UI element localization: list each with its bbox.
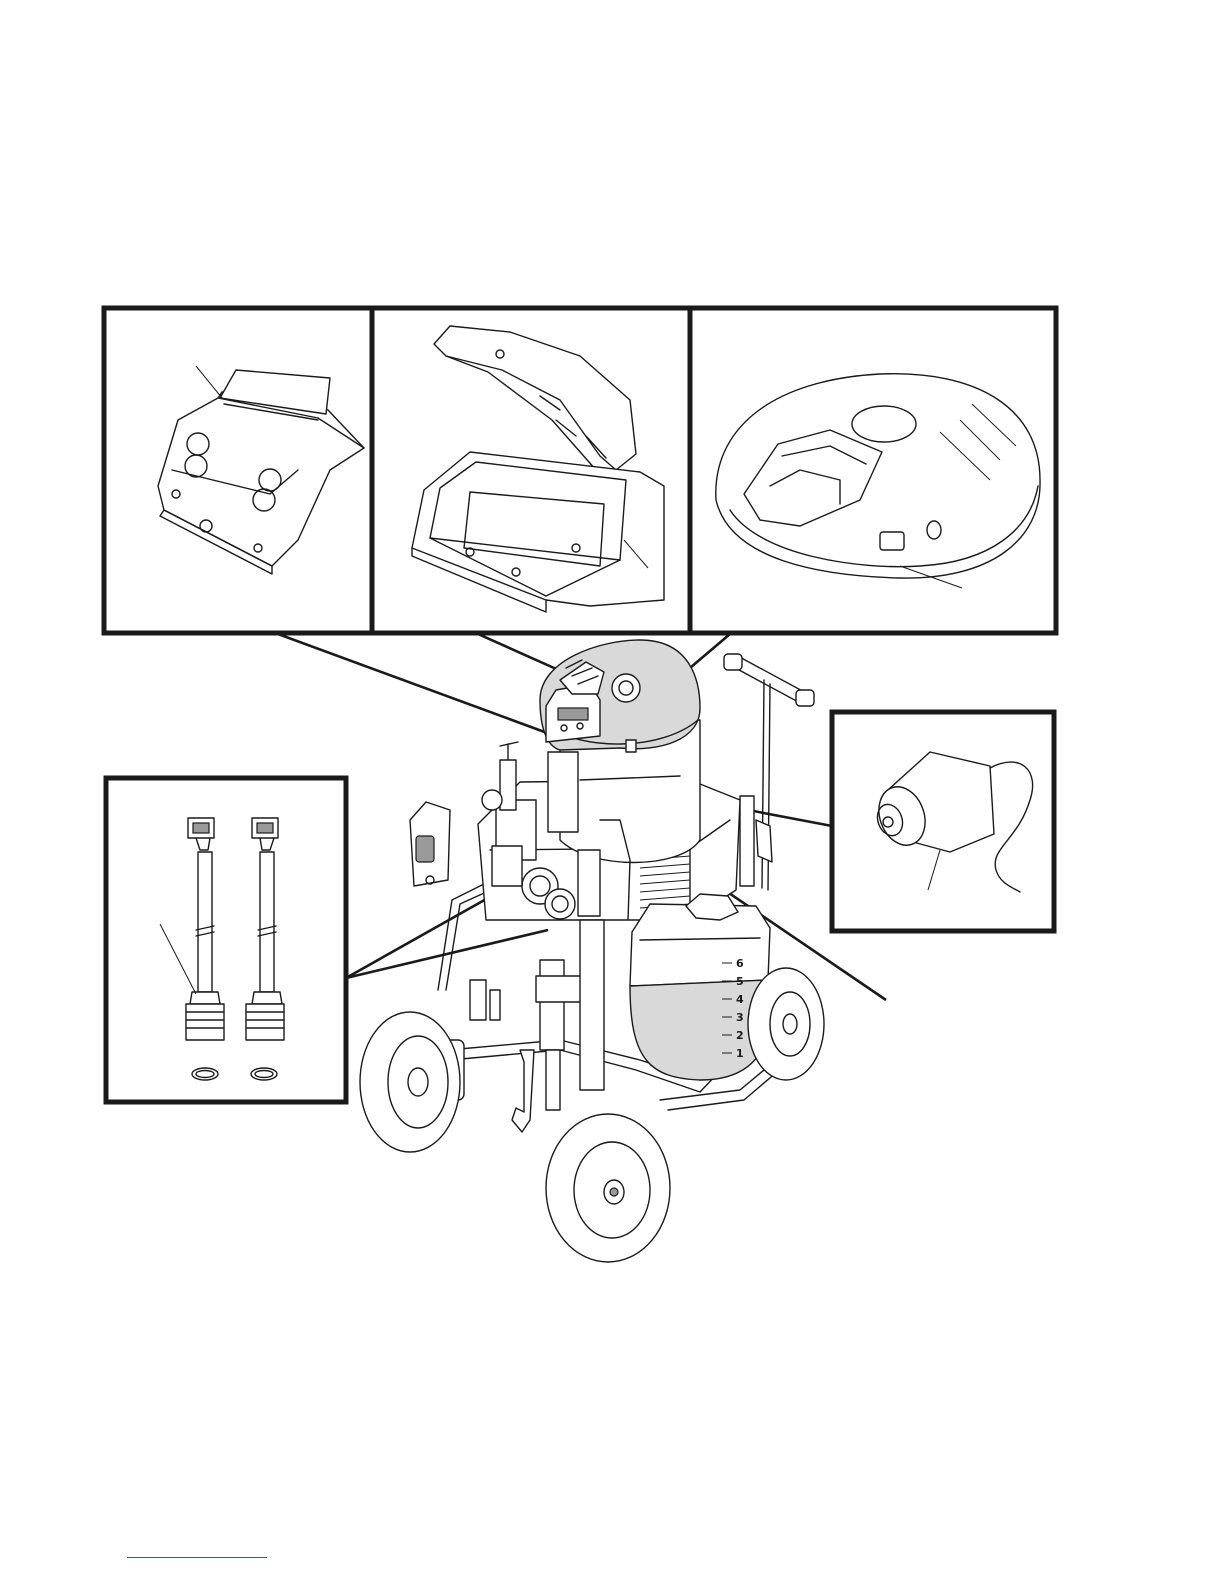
pump-lower — [470, 920, 604, 1110]
footer-link-underline — [127, 1557, 267, 1558]
detail-frame-sensor — [832, 712, 1054, 931]
hopper-scale-label-1: 1 — [736, 1047, 744, 1060]
sprayer-machine: 6 5 4 3 2 1 — [360, 640, 824, 1262]
wheel-front — [546, 1114, 670, 1262]
remote-control-bracket — [410, 802, 450, 886]
hopper-scale-label-5: 5 — [736, 975, 744, 988]
detail-frame-control-box — [372, 308, 690, 633]
wheel-left — [360, 1012, 460, 1152]
detail-frame-top-shroud — [690, 308, 1056, 633]
detail-frame-transducers — [106, 778, 346, 1102]
hopper-scale-label-6: 6 — [736, 957, 744, 970]
detail-frame-display-module — [104, 308, 372, 633]
hopper-scale-label-4: 4 — [736, 993, 744, 1006]
wrench — [512, 1050, 534, 1132]
hopper: 6 5 4 3 2 1 — [630, 894, 771, 1080]
wheel-right — [748, 968, 824, 1080]
hopper-scale-label-3: 3 — [736, 1011, 744, 1024]
hopper-scale-label-2: 2 — [736, 1029, 744, 1042]
